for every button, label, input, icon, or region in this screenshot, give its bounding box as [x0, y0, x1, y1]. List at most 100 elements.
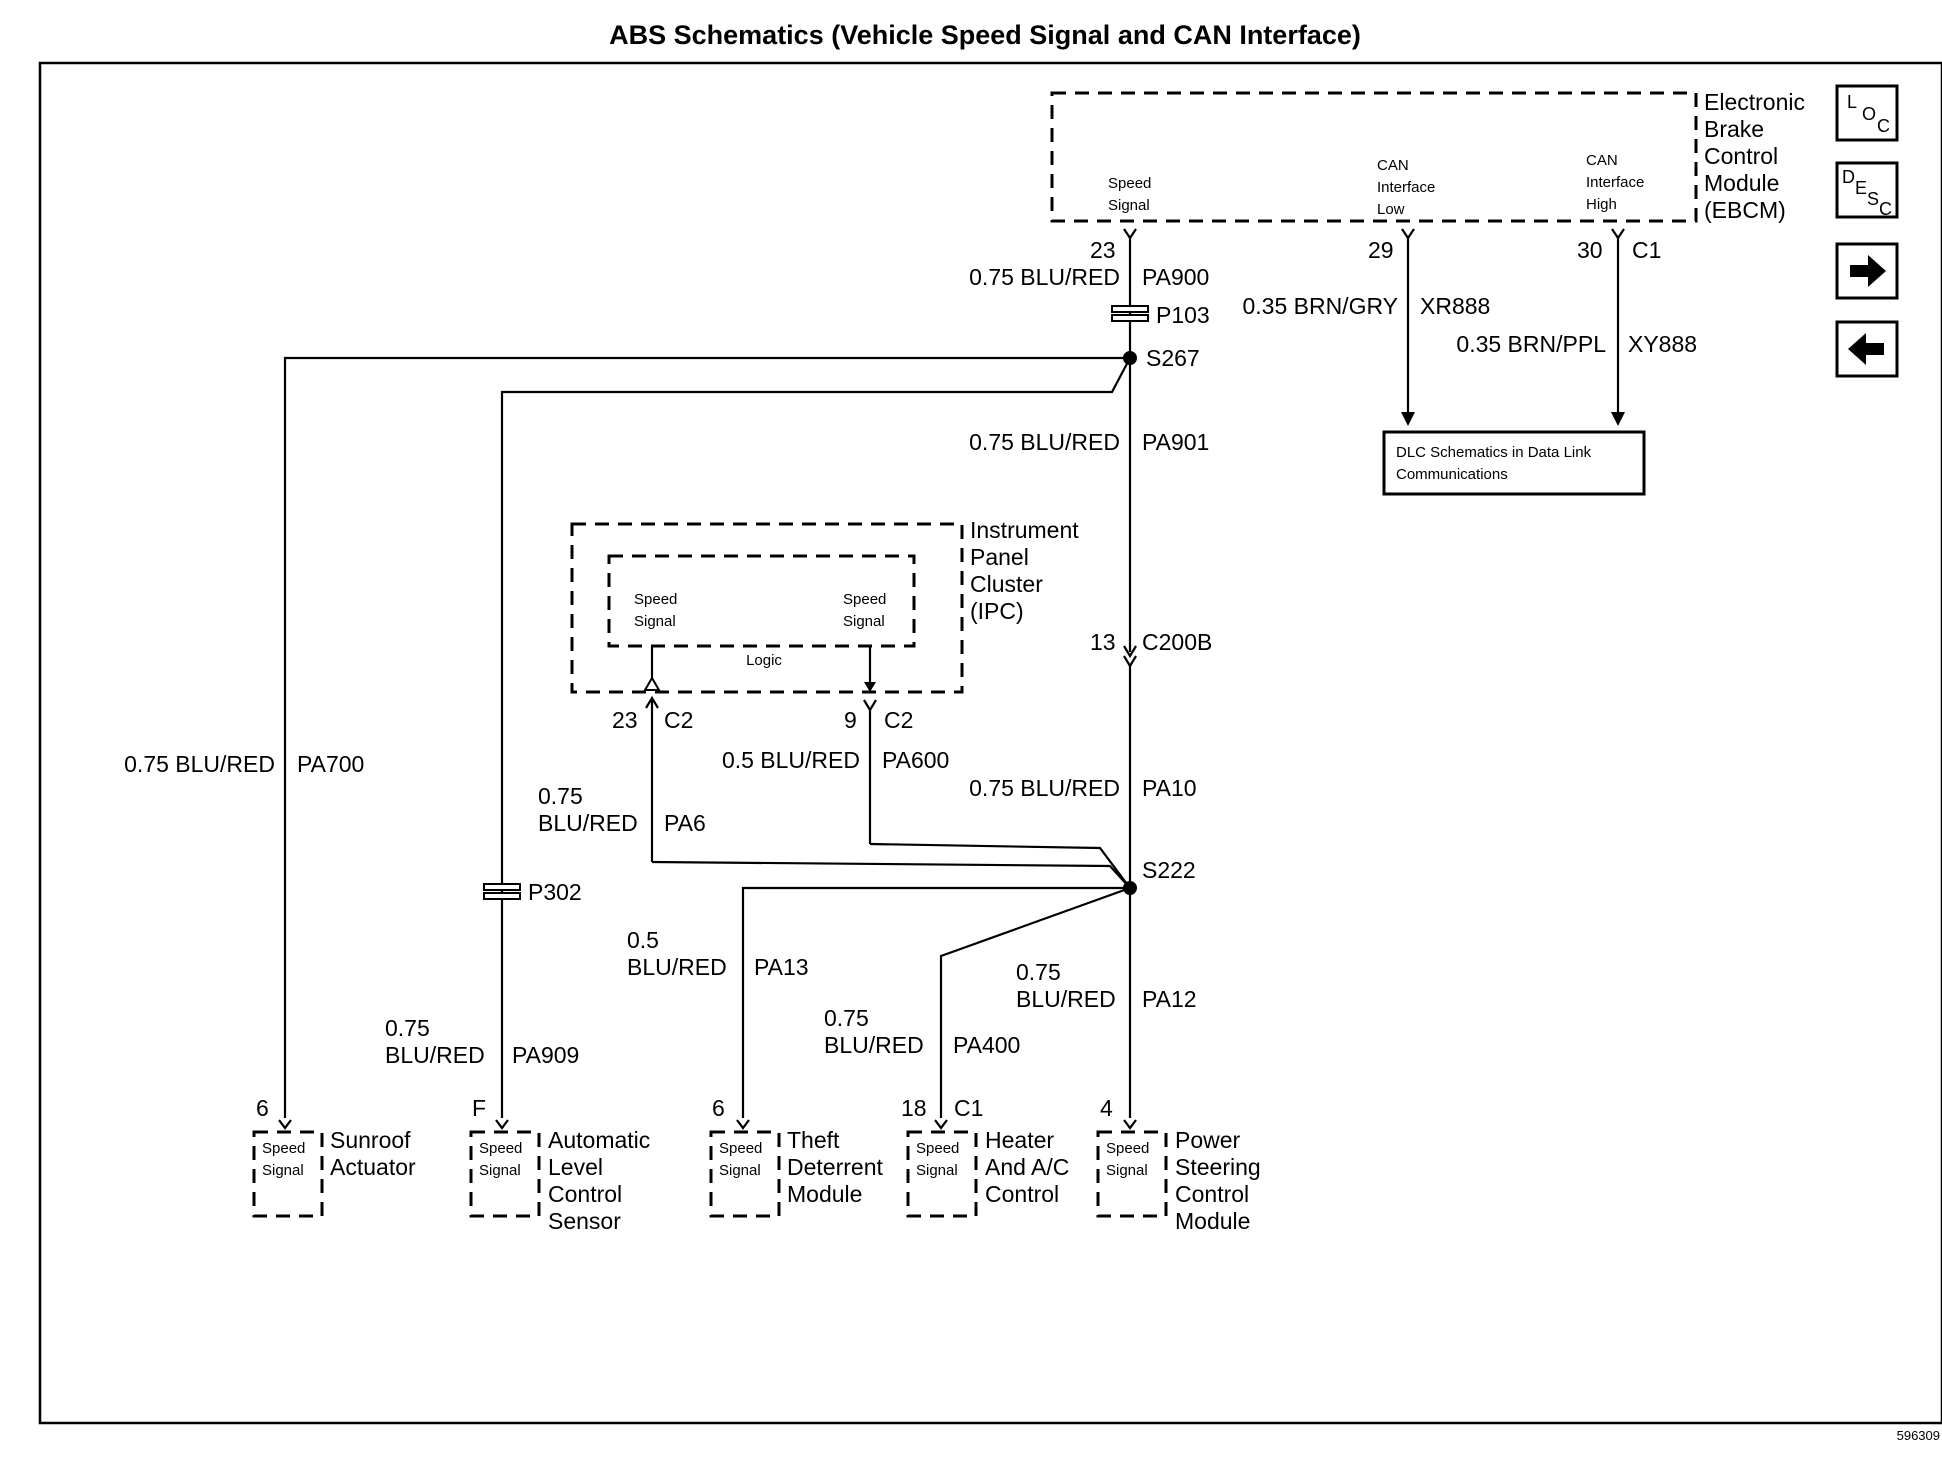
label-text: Module [1175, 1208, 1250, 1234]
label-text: Signal [1106, 1162, 1148, 1179]
label-text: PA600 [882, 747, 949, 773]
label-text: PA900 [1142, 264, 1209, 290]
label-text: Electronic [1704, 89, 1805, 115]
label-text: Control [1175, 1181, 1249, 1207]
label-text: C200B [1142, 629, 1212, 655]
label-text: C1 [954, 1095, 983, 1121]
wire [736, 1119, 750, 1130]
label-text: PA6 [664, 810, 706, 836]
label-text: Control [1704, 143, 1778, 169]
label-text: BLU/RED [538, 810, 638, 836]
label-text: F [472, 1095, 486, 1121]
label-text: 29 [1368, 237, 1394, 263]
label-text: Speed [719, 1140, 762, 1157]
ebcm-can-low-label: CAN [1377, 157, 1409, 174]
label-text: Sensor [548, 1208, 621, 1234]
label-text: Heater [985, 1127, 1054, 1153]
wire [651, 860, 1131, 889]
label-text: S222 [1142, 857, 1196, 883]
label-text: 0.75 BLU/RED [124, 751, 275, 777]
heater-ac-control-module: 18 C1 Speed Signal Heater And A/C Contro… [901, 1095, 1069, 1218]
ebcm-can-high-label: CAN [1586, 152, 1618, 169]
label-text: BLU/RED [385, 1042, 485, 1068]
label-text: 0.75 [824, 1005, 869, 1031]
label-text: Signal [916, 1162, 958, 1179]
label-text: E [1855, 178, 1867, 198]
label-text: 13 [1090, 629, 1116, 655]
desc-button[interactable]: D E S C [1835, 161, 1899, 219]
label-text: High [1586, 196, 1617, 213]
label-text: Signal [1108, 197, 1150, 214]
label-text: Actuator [330, 1154, 416, 1180]
arrow-left-icon [1848, 333, 1884, 365]
label-text: C2 [884, 707, 913, 733]
label-text: Signal [843, 613, 885, 630]
prev-arrow-button[interactable] [1835, 320, 1899, 378]
label-text: 6 [712, 1095, 725, 1121]
wire [1123, 228, 1137, 240]
label-text: Speed [634, 591, 677, 608]
label-text: Speed [843, 591, 886, 608]
label-text: PA12 [1142, 986, 1197, 1012]
label-text: 0.5 BLU/RED [722, 747, 860, 773]
label-text: 0.5 [627, 927, 659, 953]
label-text: Speed [1106, 1140, 1149, 1157]
label-text: 9 [844, 707, 857, 733]
label-text: L [1847, 92, 1857, 112]
label-text: Signal [719, 1162, 761, 1179]
label-text: 23 [612, 707, 638, 733]
arrow-down-icon [1611, 412, 1625, 426]
wire [1123, 1119, 1137, 1130]
loc-button[interactable]: L O C [1835, 84, 1899, 142]
label-text: PA400 [953, 1032, 1020, 1058]
connector-p103: P103 [1111, 302, 1210, 328]
ebcm-speed-signal-label: Speed [1108, 175, 1151, 192]
label-text: C2 [664, 707, 693, 733]
label-text: Level [548, 1154, 603, 1180]
label-text: Cluster [970, 571, 1043, 597]
label-text: PA901 [1142, 429, 1209, 455]
label-text: Interface [1377, 179, 1435, 196]
label-text: Speed [262, 1140, 305, 1157]
label-text: (IPC) [970, 598, 1024, 624]
label-text: 0.35 BRN/GRY [1242, 293, 1398, 319]
label-text: 0.75 BLU/RED [969, 264, 1120, 290]
label-text: C [1879, 199, 1892, 219]
label-text: XY888 [1628, 331, 1697, 357]
wire [741, 886, 1130, 1118]
wire [869, 842, 1131, 889]
wire [939, 886, 1131, 1118]
label-text: Communications [1396, 466, 1508, 483]
label-text: Signal [262, 1162, 304, 1179]
label-text: P302 [528, 879, 582, 905]
automatic-level-control-sensor-module: F Speed Signal Automatic Level Control S… [469, 1095, 650, 1234]
label-text: 0.75 [538, 783, 583, 809]
label-text: DLC Schematics in Data Link [1396, 444, 1592, 461]
label-text: D [1842, 167, 1855, 187]
label-text: Low [1377, 201, 1405, 218]
label-text: BLU/RED [627, 954, 727, 980]
page-title: ABS Schematics (Vehicle Speed Signal and… [609, 20, 1361, 50]
label-text: Interface [1586, 174, 1644, 191]
label-text: S267 [1146, 345, 1200, 371]
label-text: (EBCM) [1704, 197, 1786, 223]
label-text: PA13 [754, 954, 809, 980]
next-arrow-button[interactable] [1835, 242, 1899, 300]
power-steering-control-module: 4 Speed Signal Power Steering Control Mo… [1096, 1095, 1261, 1234]
wire [863, 699, 877, 713]
label-text: P103 [1156, 302, 1210, 328]
label-text: Theft [787, 1127, 840, 1153]
sunroof-actuator-module: 6 Speed Signal Sunroof Actuator [252, 1095, 416, 1218]
theft-deterrent-module: 6 Speed Signal Theft Deterrent Module [709, 1095, 883, 1218]
ebcm-module: Electronic Brake Control Module (EBCM) S… [1050, 89, 1805, 263]
label-text: 6 [256, 1095, 269, 1121]
dlc-reference-box[interactable]: DLC Schematics in Data Link Communicatio… [1382, 430, 1646, 496]
label-text: PA909 [512, 1042, 579, 1068]
figure-id: 596309 [1897, 1428, 1940, 1443]
label-text: Power [1175, 1127, 1241, 1153]
label-text: Module [1704, 170, 1779, 196]
wire [1123, 645, 1137, 659]
label-text: Deterrent [787, 1154, 883, 1180]
arrow-down-icon [864, 682, 876, 692]
